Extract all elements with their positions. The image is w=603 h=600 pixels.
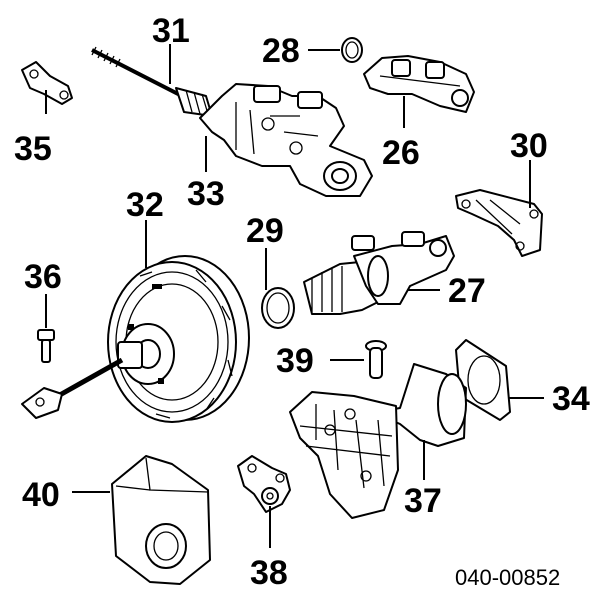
callout-39: 39 xyxy=(276,342,314,380)
callout-27: 27 xyxy=(448,272,486,310)
callout-26: 26 xyxy=(382,134,420,172)
part-29-large-o-ring xyxy=(261,287,295,329)
part-31-pushrod xyxy=(91,46,213,117)
part-39-pin xyxy=(365,340,387,379)
callout-32: 32 xyxy=(126,186,164,224)
callout-33: 33 xyxy=(187,175,225,213)
part-35-bracket xyxy=(21,61,73,114)
part-37-pedal-support xyxy=(289,363,467,519)
callout-35: 35 xyxy=(14,130,52,168)
part-38-link-bracket xyxy=(237,455,291,513)
part-28-o-ring xyxy=(341,37,363,63)
part-30-mounting-bracket xyxy=(455,189,543,257)
callout-29: 29 xyxy=(246,212,284,250)
part-27-master-cylinder xyxy=(303,231,455,315)
callout-37: 37 xyxy=(404,482,442,520)
part-36-bolt xyxy=(37,329,55,363)
part-33-master-cylinder xyxy=(199,83,373,197)
figure-code: 040-00852 xyxy=(455,565,560,590)
callout-28: 28 xyxy=(262,32,300,70)
part-40-boot xyxy=(111,455,211,585)
callout-36: 36 xyxy=(24,258,62,296)
callout-31: 31 xyxy=(152,12,190,50)
callout-38: 38 xyxy=(250,554,288,592)
part-32-brake-booster xyxy=(21,255,250,423)
callout-34: 34 xyxy=(552,380,590,418)
callout-40: 40 xyxy=(22,476,60,514)
callout-30: 30 xyxy=(510,127,548,165)
part-26-reservoir-body xyxy=(363,55,475,113)
